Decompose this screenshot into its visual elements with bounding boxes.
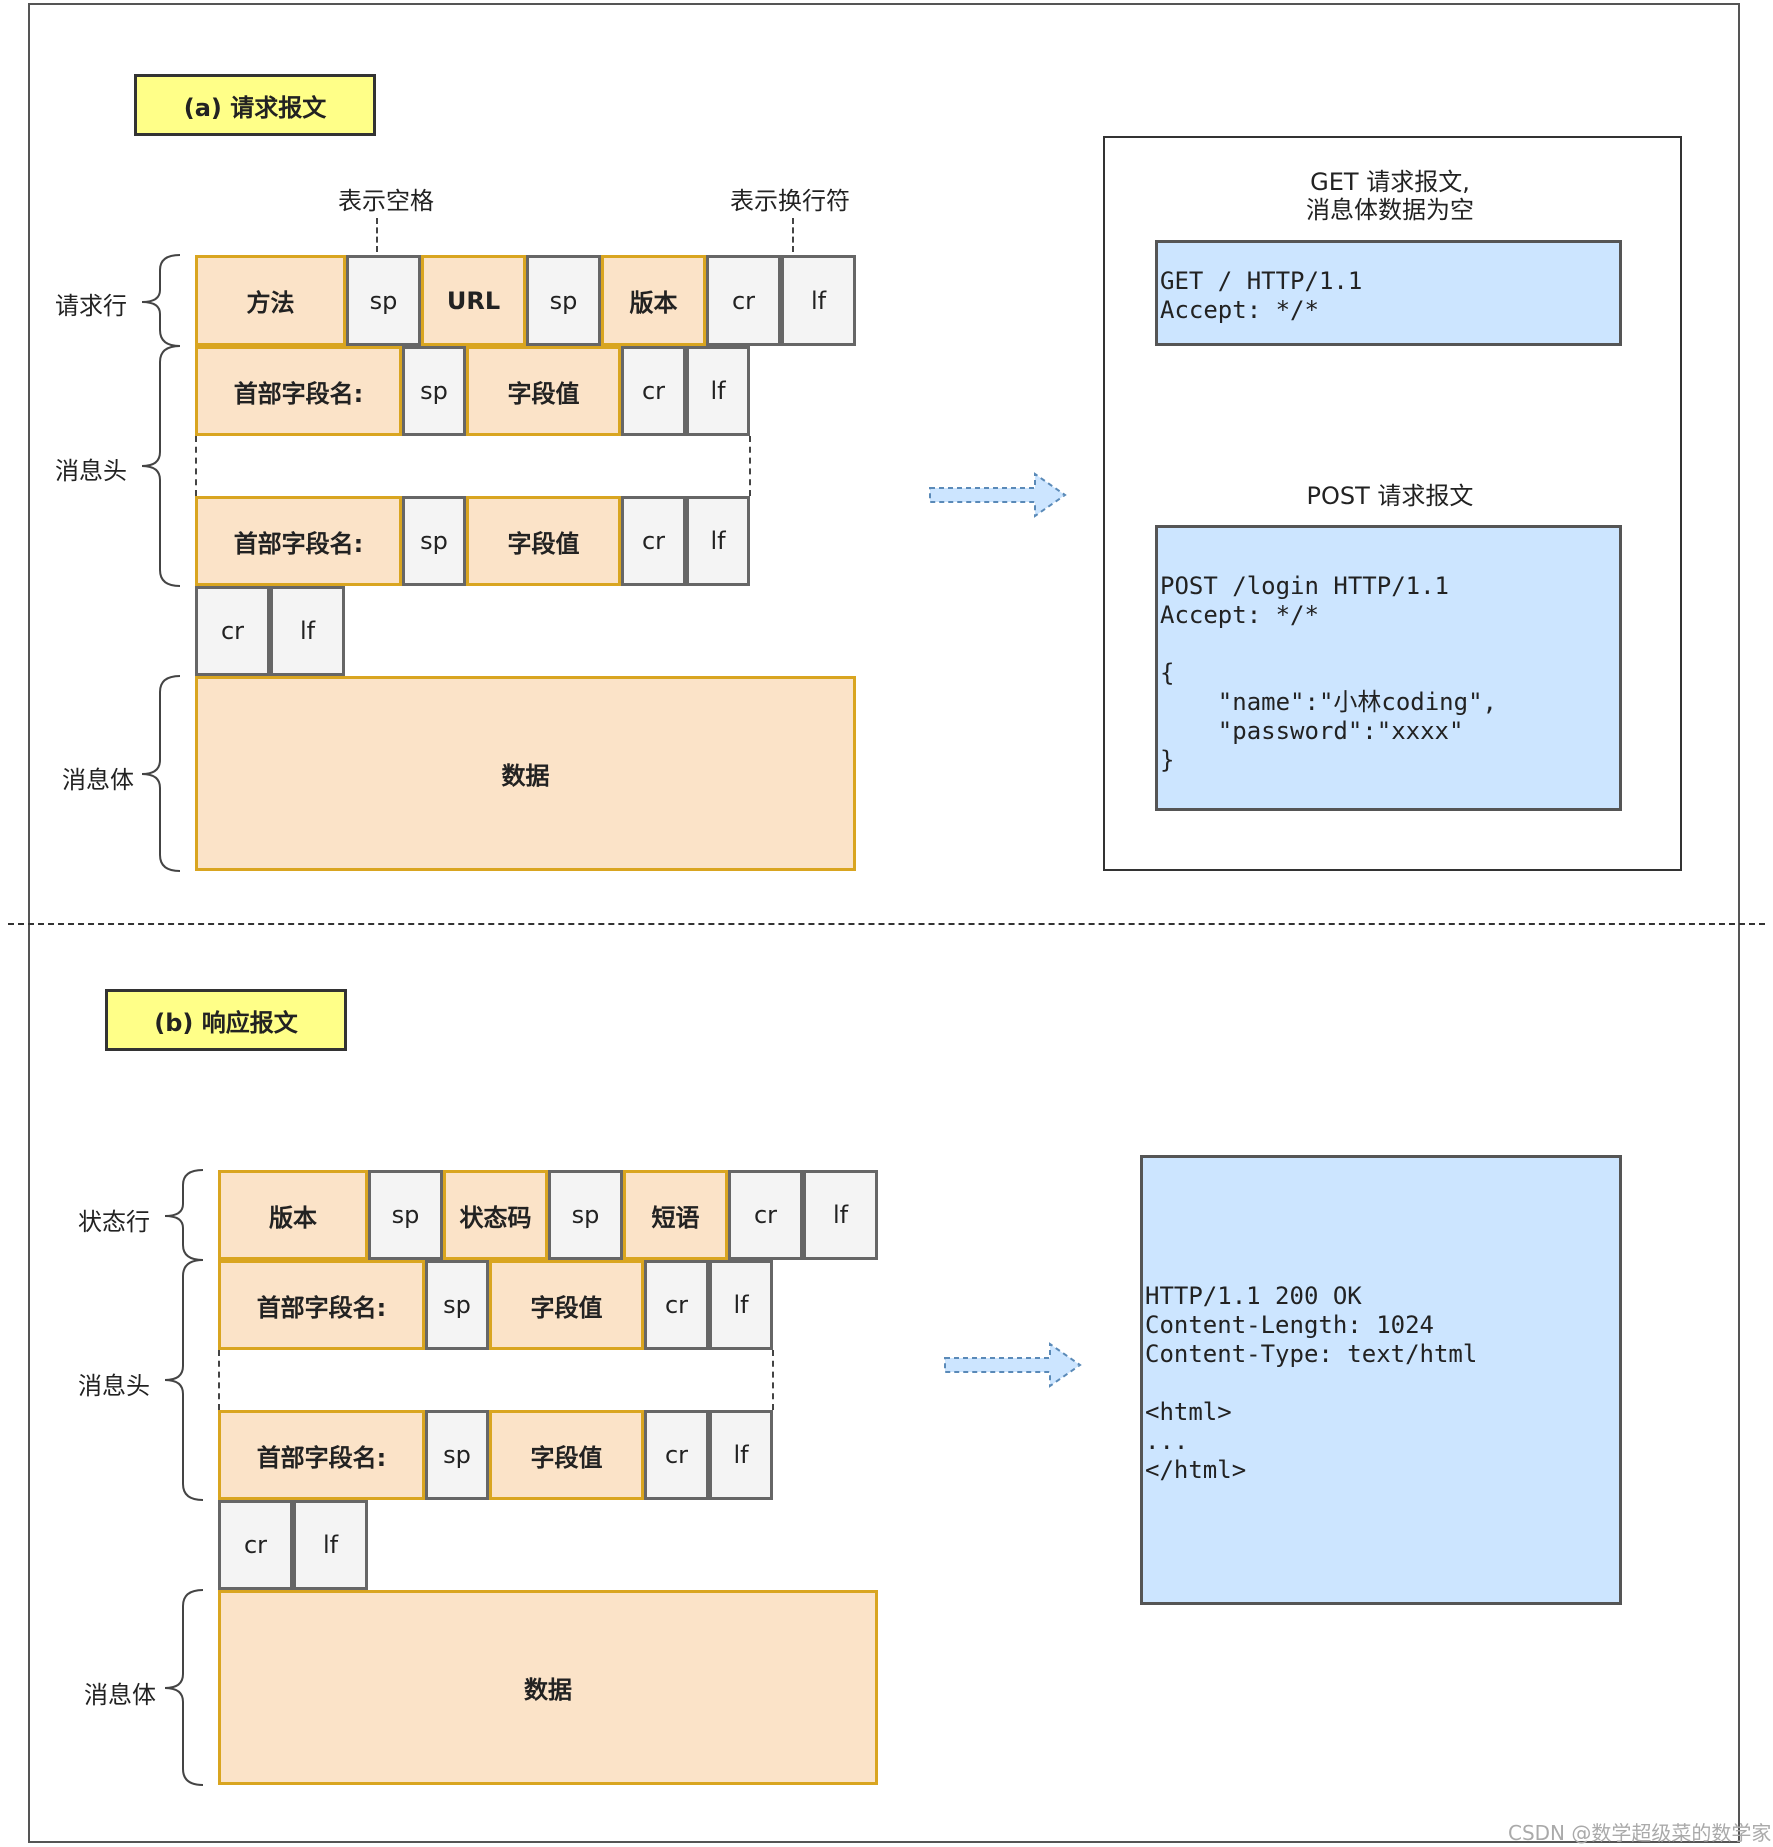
response-body-brace <box>164 1589 204 1786</box>
response-arrow <box>944 1342 1082 1388</box>
status-line-label: 状态行 <box>78 1208 150 1236</box>
request-line-brace <box>141 254 181 347</box>
section-divider <box>8 923 1765 925</box>
method-field: 方法 <box>195 255 346 346</box>
space-annotation: 表示空格 <box>338 187 434 215</box>
response-title: (b) 响应报文 <box>105 989 347 1051</box>
response-header-brace <box>164 1259 204 1501</box>
space-delimiter: sp <box>402 346 466 436</box>
space-delimiter: sp <box>526 255 601 346</box>
cr-delimiter: cr <box>218 1500 293 1590</box>
request-title: (a) 请求报文 <box>134 74 376 136</box>
header-name-field: 首部字段名: <box>195 346 402 436</box>
version-field: 版本 <box>218 1170 368 1260</box>
version-field: 版本 <box>601 255 706 346</box>
request-line-label: 请求行 <box>55 292 127 320</box>
url-field: URL <box>421 255 526 346</box>
header-value-field: 字段值 <box>489 1410 644 1500</box>
header-name-field: 首部字段名: <box>195 496 402 586</box>
lf-delimiter: lf <box>293 1500 368 1590</box>
header-name-field: 首部字段名: <box>218 1410 425 1500</box>
cr-delimiter: cr <box>728 1170 803 1260</box>
get-caption-line1: GET 请求报文, <box>1310 168 1470 196</box>
newline-pointer <box>792 218 794 252</box>
space-delimiter: sp <box>548 1170 623 1260</box>
lf-delimiter: lf <box>709 1410 773 1500</box>
request-arrow <box>929 472 1067 518</box>
cr-delimiter: cr <box>195 586 270 676</box>
header-ellipsis-right <box>749 436 751 496</box>
lf-delimiter: lf <box>686 496 750 586</box>
watermark: CSDN @数学超级菜的数学家 <box>1508 1821 1772 1845</box>
post-caption: POST 请求报文 <box>1306 482 1474 510</box>
response-body-label: 消息体 <box>84 1681 156 1709</box>
header-value-field: 字段值 <box>466 496 621 586</box>
lf-delimiter: lf <box>803 1170 878 1260</box>
get-caption-line2: 消息体数据为空 <box>1306 196 1474 224</box>
post-example-code: POST /login HTTP/1.1 Accept: */* { "name… <box>1155 525 1622 811</box>
request-body-brace <box>141 675 181 872</box>
space-delimiter: sp <box>368 1170 443 1260</box>
space-delimiter: sp <box>425 1260 489 1350</box>
lf-delimiter: lf <box>781 255 856 346</box>
cr-delimiter: cr <box>621 346 686 436</box>
request-body-label: 消息体 <box>62 766 134 794</box>
space-pointer <box>376 218 378 252</box>
space-delimiter: sp <box>346 255 421 346</box>
lf-delimiter: lf <box>686 346 750 436</box>
get-caption: GET 请求报文, 消息体数据为空 <box>1230 168 1550 224</box>
cr-delimiter: cr <box>644 1260 709 1350</box>
header-value-field: 字段值 <box>489 1260 644 1350</box>
reason-phrase-field: 短语 <box>623 1170 728 1260</box>
status-line-brace <box>164 1169 204 1261</box>
header-value-field: 字段值 <box>466 346 621 436</box>
response-header-label: 消息头 <box>78 1372 150 1400</box>
request-header-brace <box>141 345 181 587</box>
space-delimiter: sp <box>425 1410 489 1500</box>
status-code-field: 状态码 <box>443 1170 548 1260</box>
cr-delimiter: cr <box>644 1410 709 1500</box>
header-name-field: 首部字段名: <box>218 1260 425 1350</box>
space-delimiter: sp <box>402 496 466 586</box>
response-example-code: HTTP/1.1 200 OK Content-Length: 1024 Con… <box>1140 1155 1622 1605</box>
newline-annotation: 表示换行符 <box>730 187 850 215</box>
body-field: 数据 <box>195 676 856 871</box>
lf-delimiter: lf <box>270 586 345 676</box>
header-ellipsis-left <box>218 1350 220 1410</box>
header-ellipsis-right <box>772 1350 774 1410</box>
cr-delimiter: cr <box>621 496 686 586</box>
lf-delimiter: lf <box>709 1260 773 1350</box>
header-ellipsis-left <box>195 436 197 496</box>
cr-delimiter: cr <box>706 255 781 346</box>
get-example-code: GET / HTTP/1.1 Accept: */* <box>1155 240 1622 346</box>
request-header-label: 消息头 <box>55 457 127 485</box>
body-field: 数据 <box>218 1590 878 1785</box>
